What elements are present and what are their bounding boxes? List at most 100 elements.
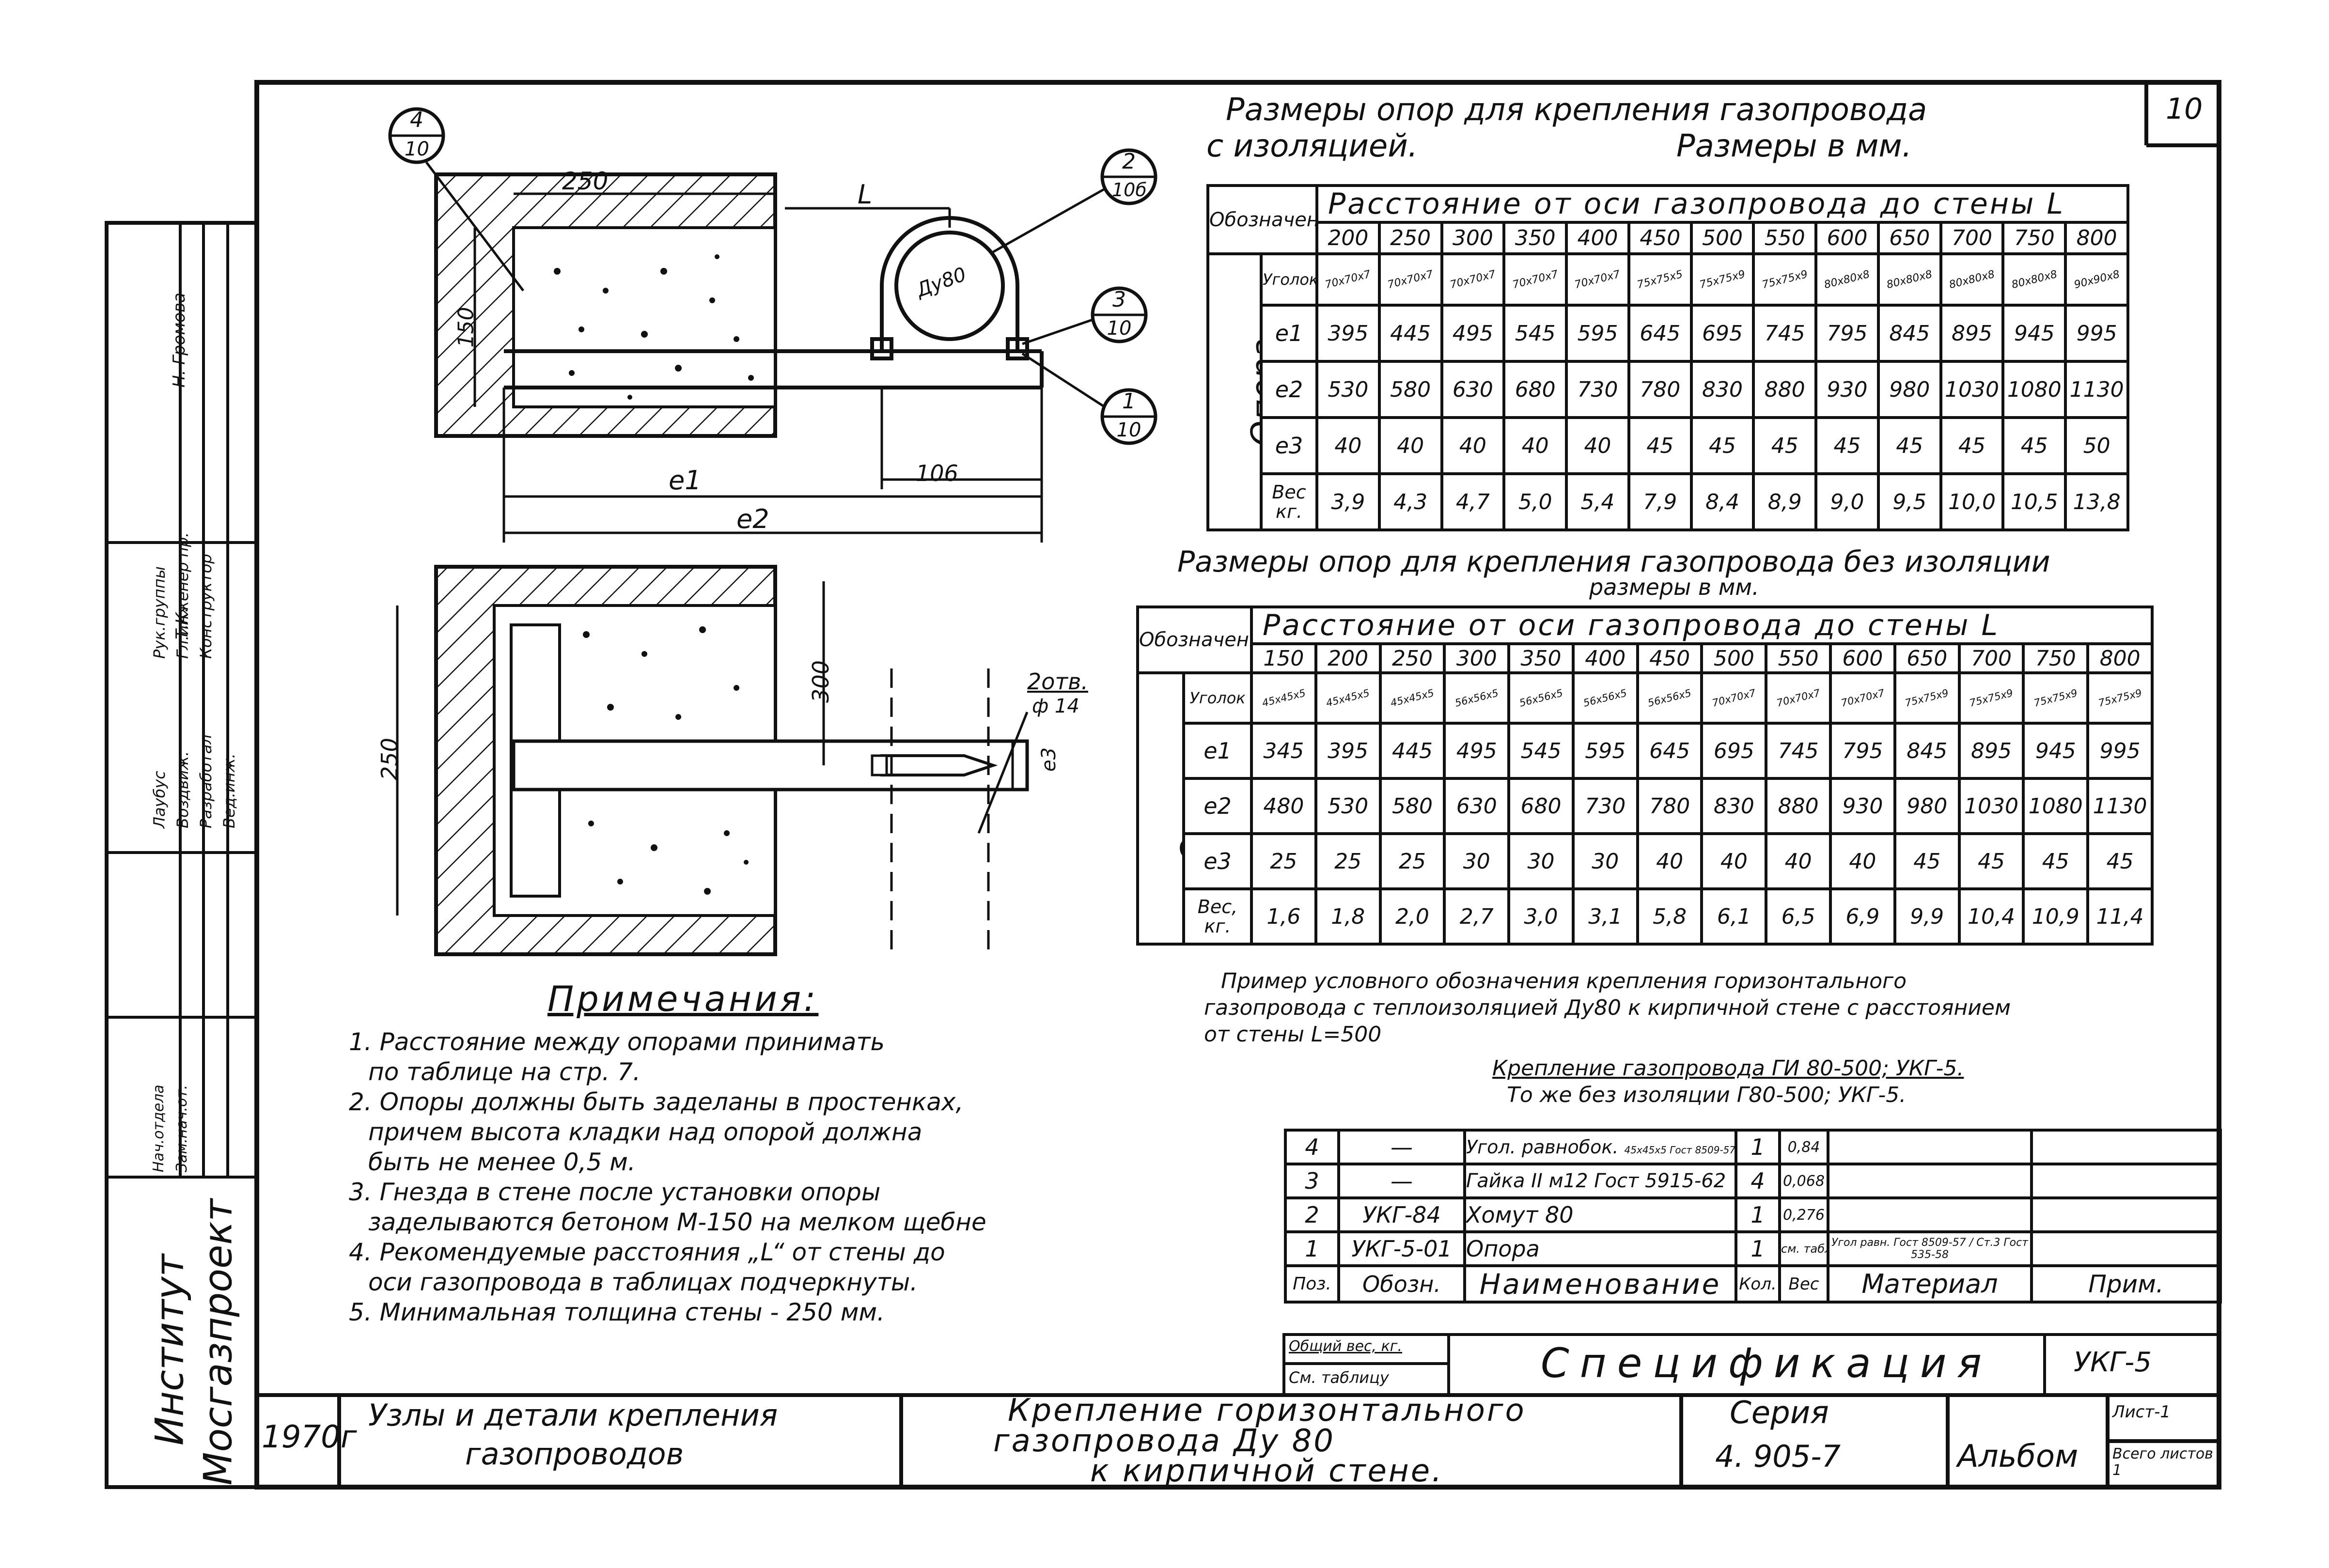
- distance-value: 600: [1814, 221, 1880, 255]
- table-cell: 745: [1765, 722, 1832, 780]
- spec-note: [2030, 1163, 2222, 1199]
- spec-name: Хомут 80: [1463, 1196, 1737, 1233]
- table-cell: 1080: [2001, 360, 2067, 419]
- table-cell: 45: [1939, 416, 2005, 475]
- title-series-label: Серия: [1730, 1395, 1829, 1431]
- spec-desig: УКГ-5-01: [1337, 1230, 1466, 1267]
- table-cell: 80х80х8: [1939, 252, 2005, 307]
- note-1b: по таблице на стр. 7.: [368, 1058, 641, 1086]
- distance-value: 400: [1571, 642, 1639, 674]
- table-cell: 40: [1700, 832, 1768, 890]
- spec-header-weight: Вес: [1778, 1264, 1829, 1304]
- row-label: Вес, кг.: [1182, 887, 1253, 946]
- spec-qty: 4: [1735, 1163, 1781, 1199]
- table-cell: 5,8: [1636, 887, 1704, 946]
- distance-value: 250: [1377, 221, 1443, 255]
- table-cell: 75х75х9: [2086, 671, 2154, 725]
- row-label: e3: [1182, 832, 1253, 890]
- table-cell: 45: [1814, 416, 1880, 475]
- distance-value: 600: [1829, 642, 1896, 674]
- distance-value: 750: [2022, 642, 2090, 674]
- table1: ОбозначениеРасстояние от оси газопровода…: [1206, 184, 2129, 531]
- table-cell: 30: [1571, 832, 1639, 890]
- table2: ОбозначениеРасстояние от оси газопровода…: [1136, 605, 2154, 946]
- table-cell: 40: [1377, 416, 1443, 475]
- dim-106: 106: [916, 460, 958, 486]
- distance-value: 550: [1752, 221, 1818, 255]
- table-cell: 1030: [1939, 360, 2005, 419]
- table-cell: 945: [2001, 304, 2067, 363]
- row-label: e2: [1260, 360, 1318, 419]
- table1-title-line2: с изоляцией.: [1206, 128, 1418, 164]
- table-cell: 395: [1314, 722, 1382, 780]
- title-name-line2: газопровода Ду 80: [993, 1423, 1335, 1459]
- table-cell: 1130: [2086, 777, 2154, 835]
- spec-code: УКГ-5: [2074, 1347, 2152, 1378]
- table-cell: 80х80х8: [2001, 252, 2067, 307]
- note-2b: причем высота кладки над опорой должна: [368, 1118, 922, 1146]
- table-cell: 6,9: [1829, 887, 1896, 946]
- spec-weight: 0,84: [1778, 1129, 1829, 1165]
- table-cell: 780: [1636, 777, 1704, 835]
- table-cell: 1,8: [1314, 887, 1382, 946]
- table-cell: 75х75х5: [1627, 252, 1693, 307]
- spec-qty: 1: [1735, 1196, 1781, 1233]
- table-cell: 2,0: [1378, 887, 1446, 946]
- spec-desig: УКГ-84: [1337, 1196, 1466, 1233]
- table-cell: 56х56х5: [1507, 671, 1575, 725]
- distance-value: 200: [1315, 221, 1381, 255]
- table-cell: 45: [1752, 416, 1818, 475]
- title-year: 1970г: [262, 1419, 357, 1455]
- table-cell: 695: [1700, 722, 1768, 780]
- table-cell: 530: [1315, 360, 1381, 419]
- dim-250: 250: [562, 167, 609, 195]
- table-cell: 75х75х9: [1957, 671, 2025, 725]
- table-cell: 5,4: [1565, 472, 1630, 531]
- table-cell: 395: [1315, 304, 1381, 363]
- table-cell: 45х45х5: [1314, 671, 1382, 725]
- distance-value: 800: [2064, 221, 2129, 255]
- table-cell: 80х80х8: [1876, 252, 1942, 307]
- example-designation2: То же без изоляции Г80-500; УКГ-5.: [1507, 1083, 1907, 1107]
- table-cell: 70х70х7: [1315, 252, 1381, 307]
- table-cell: 980: [1876, 360, 1942, 419]
- table-cell: 345: [1250, 722, 1317, 780]
- table-cell: 995: [2086, 722, 2154, 780]
- row-label: e1: [1182, 722, 1253, 780]
- notes-list: 1. Расстояние между опорами принимать по…: [349, 1027, 986, 1327]
- note-4a: 4. Рекомендуемые расстояния „L“ от стены…: [349, 1238, 945, 1266]
- table-cell: 580: [1377, 360, 1443, 419]
- table-cell: 980: [1893, 777, 1961, 835]
- note-3a: 3. Гнезда в стене после установки опоры: [349, 1178, 881, 1206]
- header-designation: Обозначение: [1136, 605, 1253, 674]
- table-cell: 3,9: [1315, 472, 1381, 531]
- callout-2-top: 2: [1122, 149, 1136, 174]
- distance-value: 300: [1440, 221, 1506, 255]
- dim-e1: e1: [669, 465, 702, 496]
- spec-pos: 1: [1284, 1230, 1340, 1267]
- note-3b: заделываются бетоном М-150 на мелком щеб…: [368, 1208, 986, 1236]
- spec-weight: см. табл.: [1778, 1230, 1829, 1267]
- distance-value: 300: [1443, 642, 1511, 674]
- spec-material: [1827, 1129, 2033, 1165]
- row-label: Уголок: [1260, 252, 1318, 307]
- table-cell: 930: [1814, 360, 1880, 419]
- spec-total-weight: Общий вес, кг.: [1289, 1338, 1403, 1355]
- spec-qty: 1: [1735, 1230, 1781, 1267]
- row-label: e2: [1182, 777, 1253, 835]
- spec-material: Угол равн. Гост 8509-57 / Ст.3 Гост 535-…: [1827, 1230, 2033, 1267]
- table-cell: 45: [2022, 832, 2090, 890]
- header-distance: Расстояние от оси газопровода до стены L: [1250, 605, 2154, 645]
- spec-see-table: См. таблицу: [1289, 1368, 1389, 1387]
- table-cell: 780: [1627, 360, 1693, 419]
- table-cell: 580: [1378, 777, 1446, 835]
- row-label: e3: [1260, 416, 1318, 475]
- table-cell: 8,4: [1689, 472, 1755, 531]
- table-cell: 40: [1565, 416, 1630, 475]
- row-label: e1: [1260, 304, 1318, 363]
- table-cell: 25: [1314, 832, 1382, 890]
- table-cell: 70х70х7: [1765, 671, 1832, 725]
- spec-note: [2030, 1196, 2222, 1233]
- table-cell: 70х70х7: [1377, 252, 1443, 307]
- table-cell: 745: [1752, 304, 1818, 363]
